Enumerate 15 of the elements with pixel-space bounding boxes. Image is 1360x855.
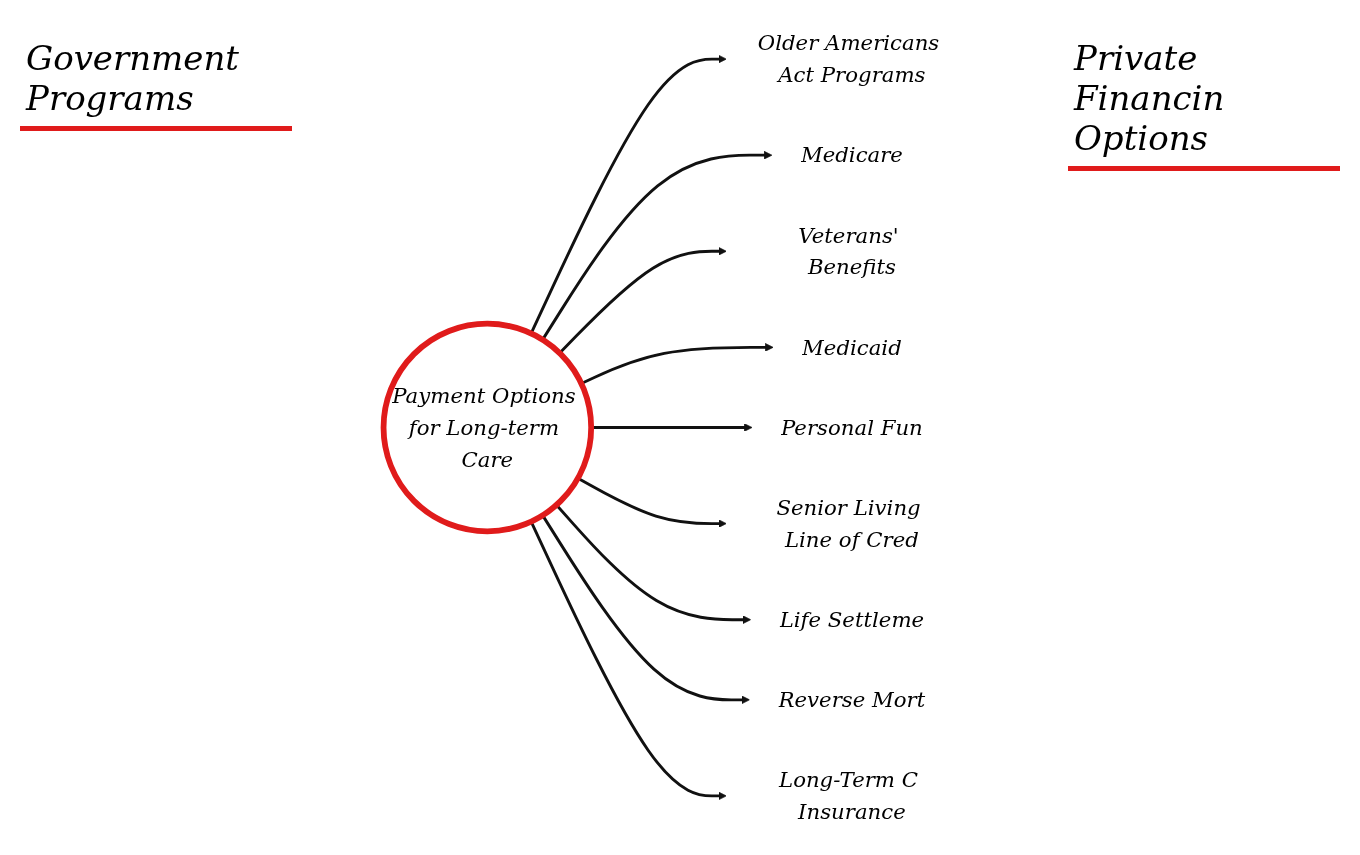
node-text: Senior Living Line of Cred [775,495,921,552]
node-text: Older Americans Act Programs [757,31,939,88]
column-heading: Government Programs [20,30,292,131]
node-text: Reverse Mort [778,687,925,712]
node-text: Medicaid [801,335,902,360]
node-text: Life Settleme [779,607,924,632]
column-heading: Private Financin Options [1068,30,1340,171]
arrow [529,521,727,801]
node-text: Medicare [800,143,903,168]
arrow [558,247,727,355]
node-text: Veterans' Benefits [797,223,899,280]
node-text: Personal Fun [780,415,923,440]
arrow [529,54,727,334]
node-circle: Payment Options for Long-term Care [380,320,594,535]
node-text: Long-Term C Insurance [778,767,918,824]
